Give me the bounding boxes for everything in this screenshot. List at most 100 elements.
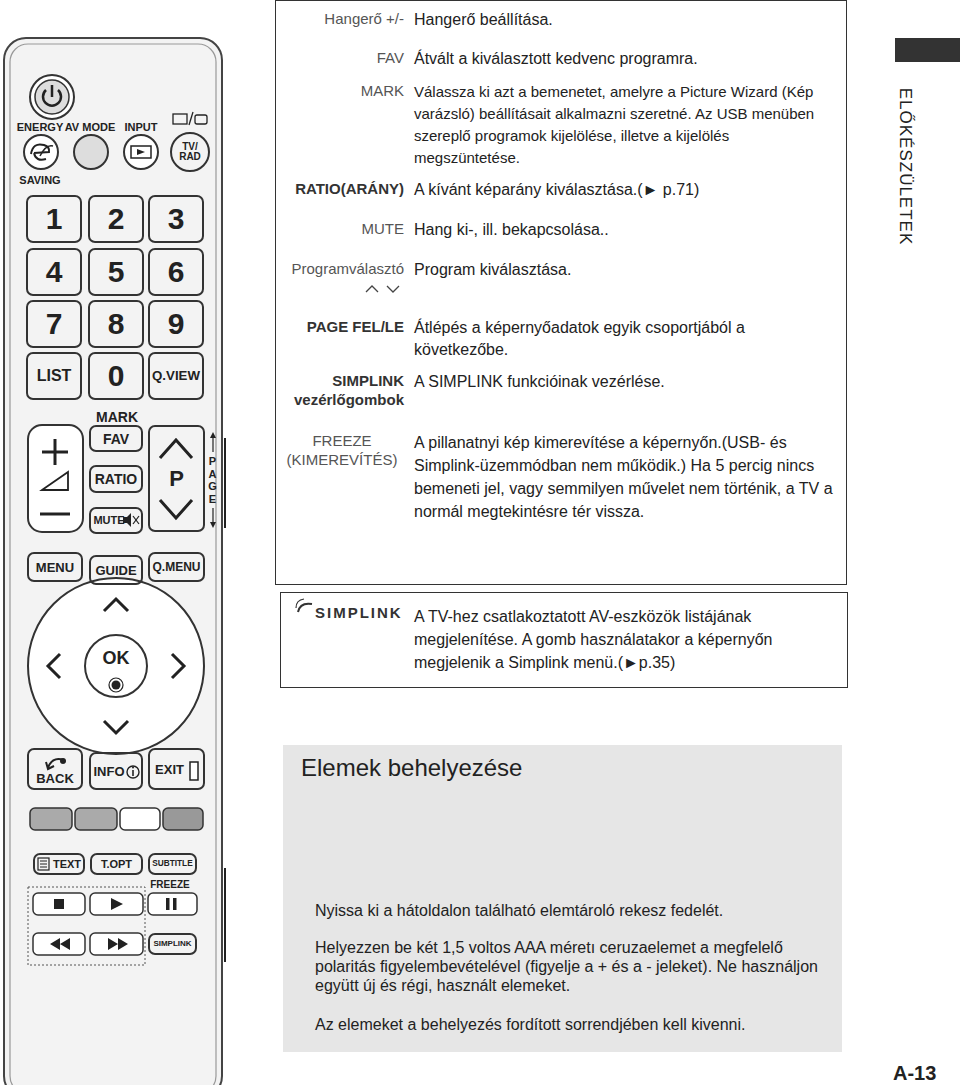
button-label: FAV: [103, 432, 129, 446]
button-label: 8: [108, 309, 125, 339]
description: Hang ki-, ill. bekapcsolása..: [414, 219, 839, 241]
button-label: 0: [108, 361, 125, 391]
back-button: BACK: [27, 748, 83, 790]
description: Átvált a kiválasztott kedvenc programra.: [414, 48, 839, 70]
button-label: Q.VIEW: [152, 369, 200, 382]
number-button: 7: [26, 300, 82, 348]
button-label: T.OPT: [101, 859, 132, 870]
av-mode-button: [74, 135, 108, 169]
description: Program kiválasztása.: [414, 259, 839, 281]
button-caption: MARK: [92, 410, 142, 424]
qview-button: Q.VIEW: [148, 352, 204, 400]
description: A TV-hez csatlakoztatott AV-eszközök lis…: [414, 605, 834, 674]
battery-panel: Elemek behelyezéseNyissa ki a hátoldalon…: [283, 745, 842, 1052]
button-label: SUBTITLE: [152, 860, 192, 868]
button-label: TEXT: [53, 859, 81, 870]
button-label: 6: [168, 257, 185, 287]
button-label: 9: [168, 309, 185, 339]
simplink-panel: SIMPLINKA TV-hez csatlakoztatott AV-eszk…: [280, 592, 848, 688]
button-label: MENU: [36, 561, 74, 574]
volume-rocker: [28, 425, 83, 532]
key-label: SIMPLINK vezérlőgombok: [284, 371, 404, 409]
button-caption: ENERGY: [10, 122, 70, 133]
vertical-caption: PAGE: [207, 455, 218, 506]
fav-button: FAV: [89, 425, 143, 452]
button-label: GUIDE: [95, 564, 136, 577]
button-caption: FREEZE: [145, 880, 195, 890]
mute-button: MUTE: [89, 507, 143, 534]
topt-button: T.OPT: [90, 853, 143, 875]
button-label: OK: [103, 649, 130, 667]
number-button: 0: [88, 352, 144, 400]
key-label: Programválasztó: [284, 259, 404, 278]
navigation-ring: [28, 578, 204, 754]
description: Hangerő beállítása.: [414, 9, 839, 31]
bullet-text: Nyissa ki a hátoldalon található elemtár…: [315, 901, 825, 920]
description: Átlépés a képernyőadatok egyik csoportjá…: [414, 317, 839, 361]
button-label: 2: [108, 204, 125, 234]
button-caption: INPUT: [116, 122, 166, 133]
key-label: Hangerő +/-: [284, 9, 404, 28]
key-label: MUTE: [284, 219, 404, 238]
button-label: 5: [108, 257, 125, 287]
function-table: Hangerő +/- Hangerő beállítása. FAV Átvált …: [275, 0, 847, 585]
button-label: MUTE: [93, 515, 124, 526]
exit-button: EXIT: [148, 748, 205, 790]
description: A pillanatnyi kép kimerevítése a képerny…: [414, 431, 839, 523]
program-rocker: P: [148, 425, 205, 532]
key-label: PAGE FEL/LE: [284, 317, 404, 336]
logo-text: SIMPLINK: [315, 602, 410, 624]
button-label: 1: [46, 204, 63, 234]
button-label: 4: [46, 257, 63, 287]
button-label: 7: [46, 309, 63, 339]
guide-button: GUIDE: [89, 555, 143, 585]
key-label: FREEZE (KIMEREVÍTÉS): [280, 431, 404, 469]
button-label: Q.MENU: [153, 561, 201, 573]
button-label: INFO: [93, 765, 124, 778]
section-tab: ELŐKÉSZÜLETEK: [898, 87, 915, 245]
input-button: [124, 135, 158, 169]
menu-button: MENU: [27, 552, 83, 582]
number-button: 4: [26, 248, 82, 296]
key-label: MARK: [284, 81, 404, 100]
qmenu-button: Q.MENU: [148, 552, 205, 582]
description: A kívánt képarány kiválasztása.(► p.71): [414, 179, 839, 201]
button-label: LIST: [37, 368, 72, 384]
number-button: 6: [148, 248, 204, 296]
subtitle-button: SUBTITLE: [148, 853, 197, 875]
section-title: Elemek behelyezése: [301, 753, 821, 783]
power-button: [30, 75, 74, 119]
button-label: RATIO: [95, 472, 138, 486]
bullet-text: Az elemeket a behelyezés fordított sorre…: [315, 1015, 830, 1034]
tv-radio-button: TV/ RAD: [170, 132, 210, 172]
energy-button: [24, 135, 58, 169]
description: Válassza ki azt a bemenetet, amelyre a P…: [414, 81, 839, 169]
remote-body: [4, 38, 222, 1085]
number-button: 8: [88, 300, 144, 348]
button-caption: AV MODE: [60, 122, 120, 133]
simplink-button: SIMPLINK: [148, 933, 197, 955]
text-button: TEXT: [33, 853, 85, 875]
number-button: 1: [26, 195, 82, 243]
description: A SIMPLINK funkcióinak vezérlése.: [414, 371, 839, 393]
button-label: P: [169, 468, 184, 490]
info-button: INFO: [89, 752, 143, 790]
button-label: SIMPLINK: [153, 940, 191, 948]
button-label: BACK: [36, 772, 74, 785]
number-button: 2: [88, 195, 144, 243]
number-button: 5: [88, 248, 144, 296]
button-caption: SAVING: [10, 175, 70, 186]
number-button: 9: [148, 300, 204, 348]
ratio-button: RATIO: [89, 465, 143, 493]
number-button: 3: [148, 195, 204, 243]
page-number: A-13: [893, 1063, 936, 1083]
key-label: FAV: [284, 48, 404, 67]
key-label: RATIO(ARÁNY): [284, 179, 404, 198]
ok-button: OK: [84, 634, 148, 698]
list-button: LIST: [26, 352, 82, 400]
button-label: TV/ RAD: [175, 142, 205, 163]
button-label: 3: [168, 204, 185, 234]
button-label: EXIT: [155, 763, 184, 776]
bullet-text: Helyezzen be két 1,5 voltos AAA méretı c…: [315, 938, 830, 995]
